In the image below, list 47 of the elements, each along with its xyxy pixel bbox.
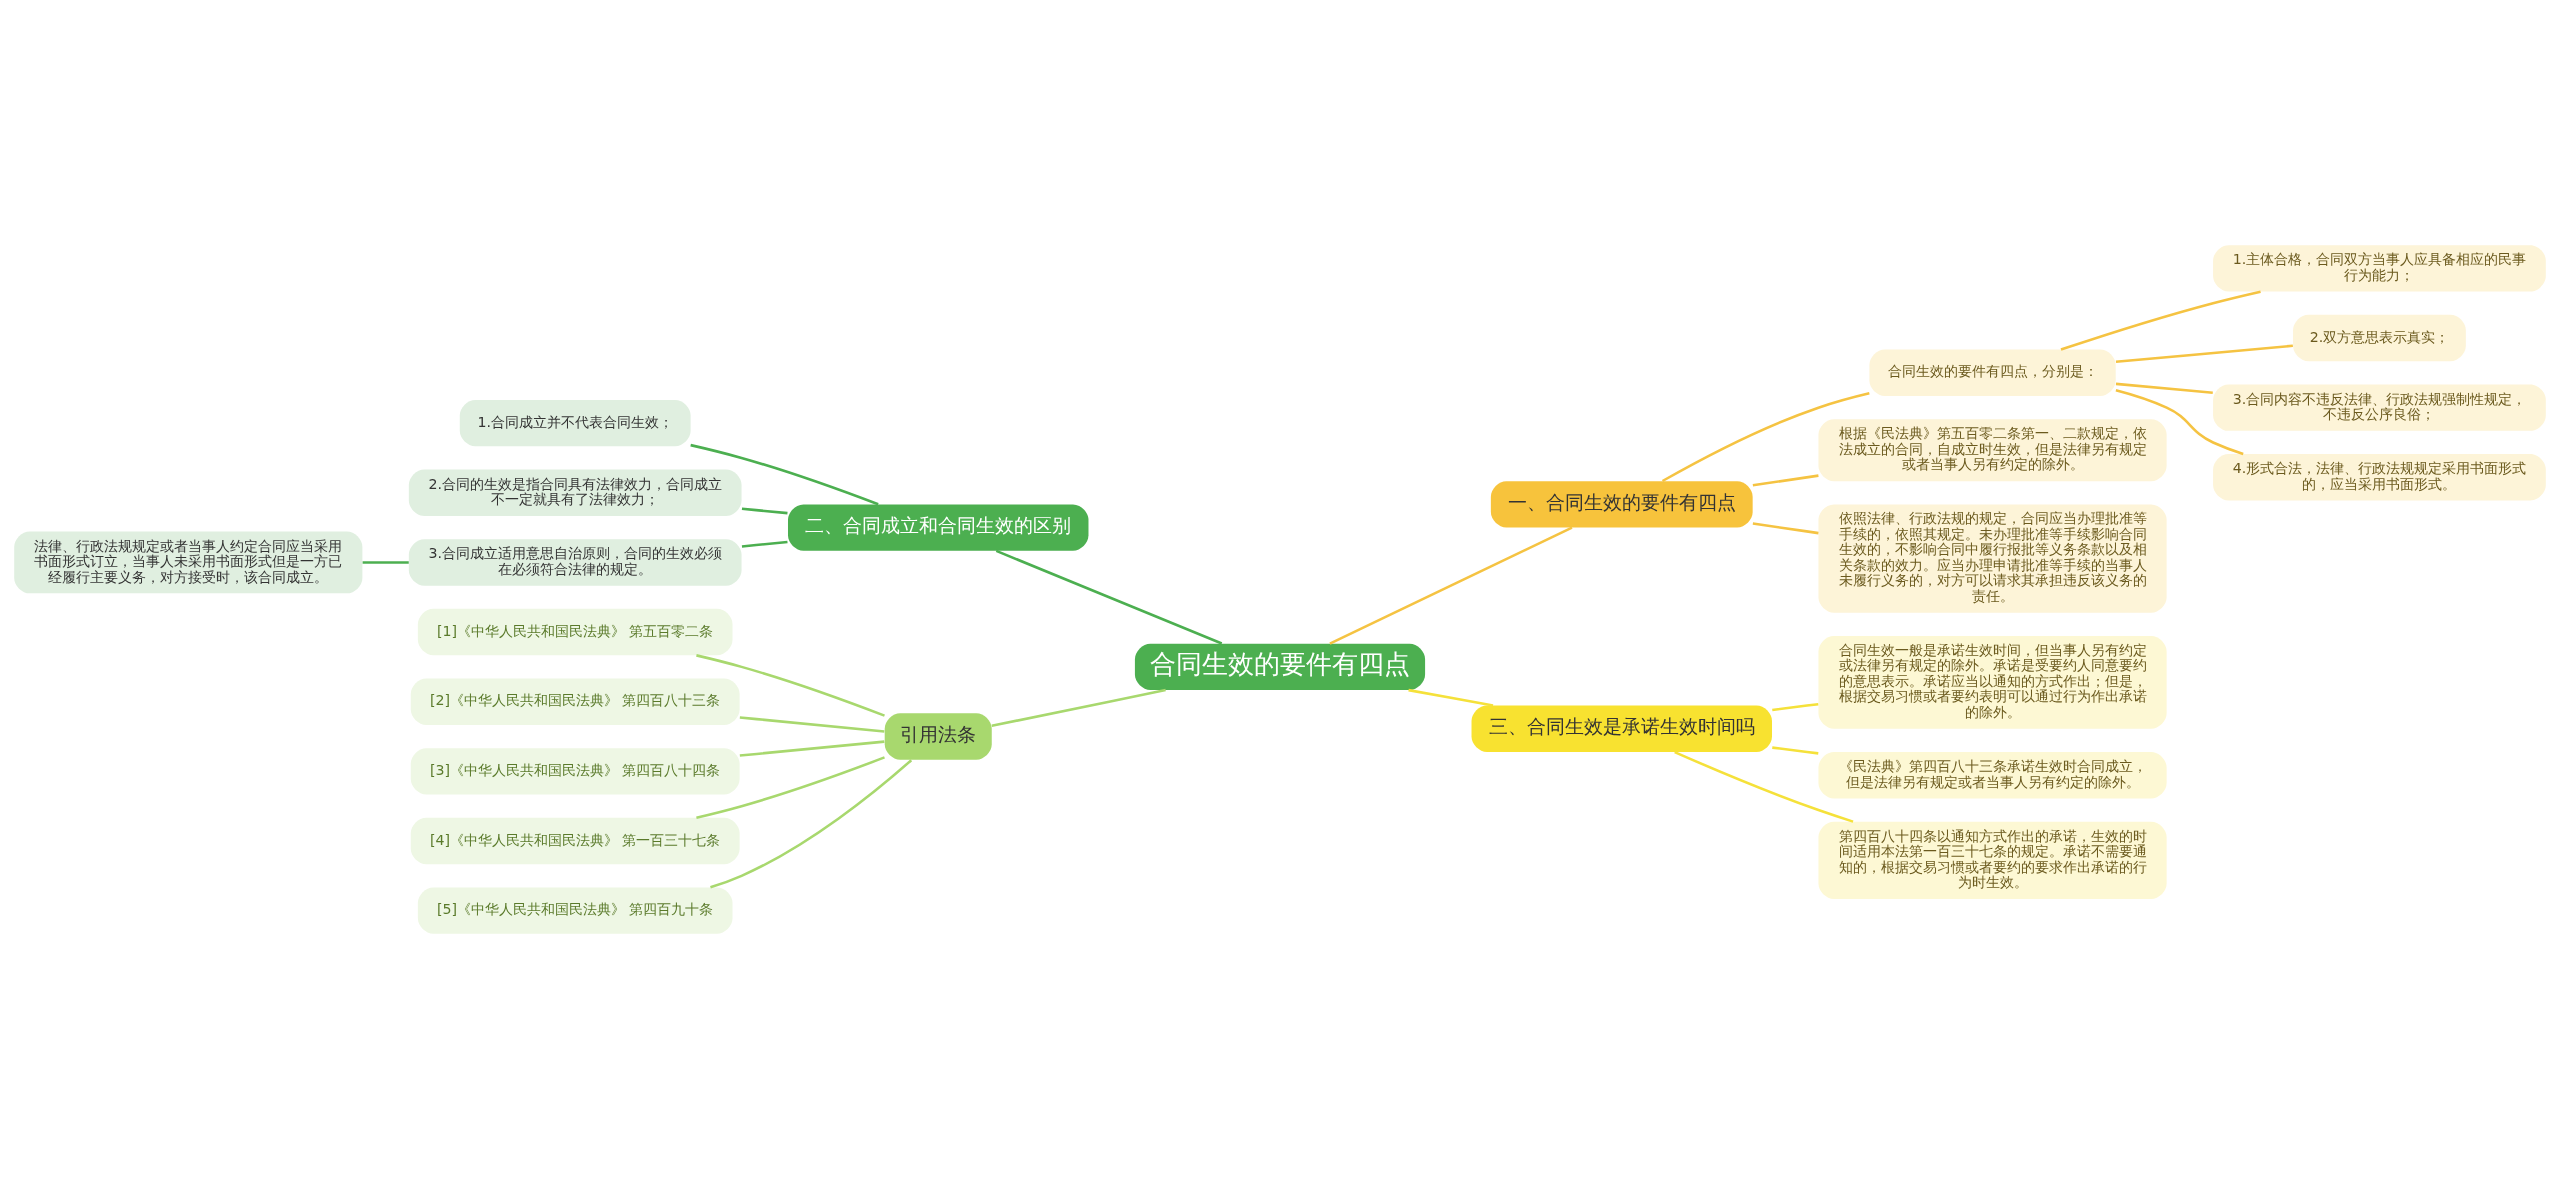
connector [1752,522,1819,535]
connector [2115,344,2293,364]
node-box: 依照法律、行政法规的规定，合同应当办理批准等手续的，依照其规定。未办理批准等手续影响合同生效的，不影响合同中履行报批等义务条款以及相关条款的效力。应当办理申请批准等手续的当事人未履行义务的，对方可以请求其承担违反该义务的责任。 [1818,504,2167,613]
node-box: 第四百八十四条以通知方式作出的承诺，生效的时间适用本法第一百三十七条的规定。承诺不需要通知的，根据交易习惯或者要约的要求作出承诺的行为时生效。 [1818,821,2167,899]
connector [690,443,879,506]
node-box: 法律、行政法规规定或者当事人约定合同应当采用书面形式订立，当事人未采用书面形式但是一方已经履行主要义务，对方接受时，该合同成立。 [14,531,363,594]
node-box: 二、合同成立和合同生效的区别 [788,504,1089,551]
node-box: 2.双方意思表示真实； [2293,314,2466,362]
node-box: [3]《中华人民共和国民法典》 第四百八十四条 [410,748,740,795]
node-box: 合同生效的要件有四点 [1134,643,1426,691]
connector [1408,688,1494,707]
connector [739,740,885,757]
connector [1674,750,1854,823]
connector [696,756,885,819]
connector [991,688,1166,728]
node-box: [4]《中华人民共和国民法典》 第一百三十七条 [410,817,740,865]
node-box: 1.合同成立并不代表合同生效； [459,399,691,447]
node-box: 1.主体合格，合同双方当事人应具备相应的民事行为能力； [2213,245,2546,292]
node-box: [5]《中华人民共和国民法典》 第四百九十条 [417,887,733,934]
node-box: 三、合同生效是承诺生效时间吗 [1471,705,1772,752]
connector [1329,526,1573,645]
node-box: 合同生效的要件有四点，分别是： [1869,349,2116,397]
connector [2115,382,2213,394]
connector [2115,389,2244,456]
connector [741,540,788,548]
connector [995,549,1223,645]
connector [1772,702,1819,712]
node-box: 合同生效一般是承诺生效时间，但当事人另有约定或法律另有规定的除外。承诺是受要约人同意要约的意思表示。承诺应当以通知的方式作出；但是，根据交易习惯或者要约表明可以通过行为作出承诺的除外。 [1818,635,2167,729]
connector [739,716,885,733]
node-box: 3.合同内容不违反法律、行政法规强制性规定，不违反公序良俗； [2213,384,2546,431]
connector [1772,746,1819,755]
node-box: 引用法条 [884,713,992,760]
connector [2060,290,2261,351]
node-box: [2]《中华人民共和国民法典》 第四百八十三条 [410,678,740,725]
connector [1752,474,1819,487]
node-box: [1]《中华人民共和国民法典》 第五百零二条 [417,608,733,656]
connector [696,654,885,717]
node-box: 根据《民法典》第五百零二条第一、二款规定，依法成立的合同，自成立时生效，但是法律另有规定或者当事人另有约定的除外。 [1818,419,2167,482]
node-box: 《民法典》第四百八十三条承诺生效时合同成立，但是法律另有规定或者当事人另有约定的除外。 [1818,752,2167,799]
node-box: 4.形式合法，法律、行政法规规定采用书面形式的，应当采用书面形式。 [2213,454,2546,501]
connector [362,561,409,564]
node-box: 一、合同生效的要件有四点 [1490,481,1753,528]
connector [1661,392,1870,483]
node-box: 2.合同的生效是指合同具有法律效力，合同成立不一定就具有了法律效力； [408,469,742,516]
connector [741,507,788,515]
node-box: 3.合同成立适用意思自治原则，合同的生效必须在必须符合法律的规定。 [408,539,742,586]
connector [710,759,913,889]
